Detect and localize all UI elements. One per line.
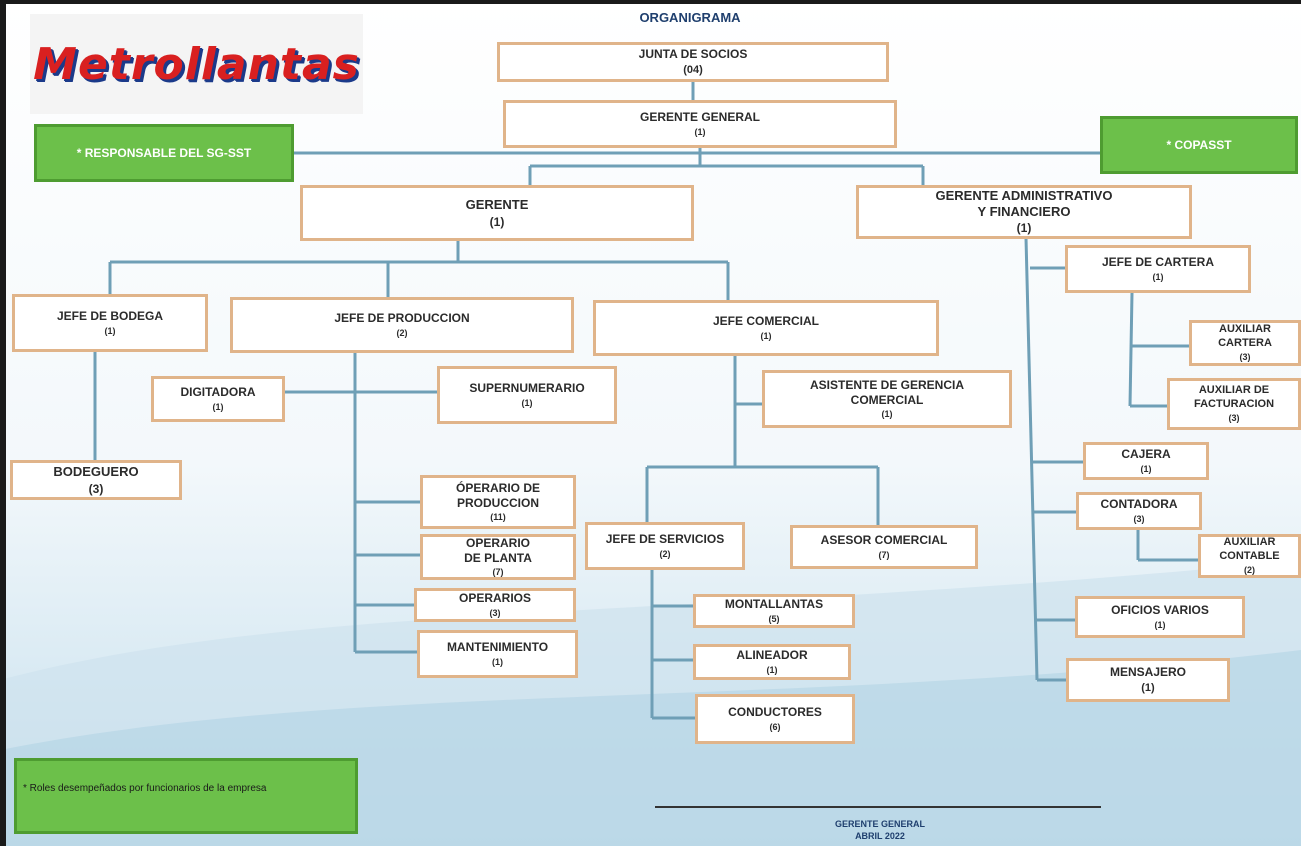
jefe-cartera-title: JEFE DE CARTERA bbox=[1101, 255, 1214, 270]
gerente-admin-box: GERENTE ADMINISTRATIVO Y FINANCIERO (1) bbox=[856, 185, 1192, 239]
gerente-admin-title: GERENTE ADMINISTRATIVO Y FINANCIERO bbox=[935, 188, 1113, 219]
operario-planta-count: (7) bbox=[492, 567, 504, 577]
auxiliar-cartera-count: (3) bbox=[1239, 351, 1251, 362]
jefe-bodega-title: JEFE DE BODEGA bbox=[56, 309, 164, 324]
jefe-servicios-box: JEFE DE SERVICIOS (2) bbox=[585, 522, 745, 570]
montallantas-title: MONTALLANTAS bbox=[724, 597, 824, 612]
roles-note-text: * Roles desempeñados por funcionarios de… bbox=[23, 783, 267, 794]
supernumerario-box: SUPERNUMERARIO (1) bbox=[437, 366, 617, 424]
contadora-count: (3) bbox=[1133, 513, 1145, 524]
asistente-comercial-box: ASISTENTE DE GERENCIA COMERCIAL (1) bbox=[762, 370, 1012, 428]
jefe-comercial-count: (1) bbox=[760, 330, 772, 341]
alineador-box: ALINEADOR (1) bbox=[693, 644, 851, 680]
gerente-count: (1) bbox=[489, 214, 505, 229]
alineador-count: (1) bbox=[766, 664, 778, 675]
page-title: ORGANIGRAMA bbox=[639, 10, 741, 25]
jefe-servicios-count: (2) bbox=[659, 548, 671, 559]
supernumerario-title: SUPERNUMERARIO bbox=[469, 381, 585, 396]
operario-produccion-count: (11) bbox=[490, 511, 506, 522]
signature-date: ABRIL 2022 bbox=[855, 831, 905, 842]
jefe-bodega-box: JEFE DE BODEGA (1) bbox=[12, 294, 208, 352]
auxiliar-contable-count: (2) bbox=[1244, 564, 1255, 575]
conductores-box: CONDUCTORES (6) bbox=[695, 694, 855, 744]
auxiliar-facturacion-count: (3) bbox=[1228, 412, 1240, 423]
oficios-varios-title: OFICIOS VARIOS bbox=[1111, 603, 1209, 618]
operarios-count: (3) bbox=[489, 607, 501, 618]
signature-role: GERENTE GENERAL bbox=[834, 819, 925, 829]
operario-produccion-box: ÓPERARIO DE PRODUCCION (11) bbox=[420, 475, 576, 529]
company-logo: Metrollantas bbox=[30, 14, 363, 114]
auxiliar-facturacion-title: AUXILIAR DE FACTURACION bbox=[1193, 384, 1275, 410]
montallantas-count: (5) bbox=[768, 613, 780, 624]
digitadora-box: DIGITADORA (1) bbox=[151, 376, 285, 422]
junta-socios-box: JUNTA DE SOCIOS (04) bbox=[497, 42, 889, 82]
mensajero-title: MENSAJERO bbox=[1109, 665, 1186, 680]
digitadora-count: (1) bbox=[212, 401, 224, 412]
contadora-title: CONTADORA bbox=[1100, 497, 1178, 512]
gerente-admin-count: (1) bbox=[1016, 221, 1032, 236]
jefe-cartera-count: (1) bbox=[1152, 271, 1164, 282]
asistente-comercial-title: ASISTENTE DE GERENCIA COMERCIAL bbox=[809, 378, 965, 407]
roles-note: * Roles desempeñados por funcionarios de… bbox=[14, 758, 358, 834]
sg-sst-box: * RESPONSABLE DEL SG-SST bbox=[34, 124, 294, 182]
gerente-general-box: GERENTE GENERAL (1) bbox=[503, 100, 897, 148]
junta-socios-title: JUNTA DE SOCIOS bbox=[638, 47, 748, 62]
copasst-label: * COPASST bbox=[1166, 138, 1232, 152]
mensajero-box: MENSAJERO (1) bbox=[1066, 658, 1230, 702]
gerente-general-count: (1) bbox=[694, 126, 706, 137]
signature-line bbox=[655, 806, 1101, 808]
jefe-cartera-box: JEFE DE CARTERA (1) bbox=[1065, 245, 1251, 293]
bodeguero-box: BODEGUERO (3) bbox=[10, 460, 182, 500]
jefe-produccion-box: JEFE DE PRODUCCION (2) bbox=[230, 297, 574, 353]
jefe-servicios-title: JEFE DE SERVICIOS bbox=[605, 532, 725, 547]
operario-planta-title: OPERARIO DE PLANTA bbox=[464, 536, 532, 565]
mantenimiento-count: (1) bbox=[492, 656, 503, 667]
junta-socios-count: (04) bbox=[683, 63, 703, 76]
jefe-produccion-count: (2) bbox=[396, 327, 408, 338]
auxiliar-cartera-title: AUXILIAR CARTERA bbox=[1218, 323, 1272, 349]
gerente-box: GERENTE (1) bbox=[300, 185, 694, 241]
cajera-title: CAJERA bbox=[1121, 447, 1171, 462]
mantenimiento-title: MANTENIMIENTO bbox=[446, 640, 549, 655]
sg-sst-label: * RESPONSABLE DEL SG-SST bbox=[76, 146, 252, 160]
bodeguero-title: BODEGUERO bbox=[53, 464, 139, 479]
oficios-varios-box: OFICIOS VARIOS (1) bbox=[1075, 596, 1245, 638]
auxiliar-contable-title: AUXILIAR CONTABLE bbox=[1219, 536, 1280, 562]
mensajero-count: (1) bbox=[1141, 681, 1155, 694]
jefe-bodega-count: (1) bbox=[104, 325, 116, 336]
conductores-count: (6) bbox=[769, 721, 781, 732]
alineador-title: ALINEADOR bbox=[736, 648, 808, 663]
copasst-box: * COPASST bbox=[1100, 116, 1298, 174]
cajera-box: CAJERA (1) bbox=[1083, 442, 1209, 480]
asistente-comercial-count: (1) bbox=[881, 408, 893, 419]
signature-block: GERENTE GENERAL ABRIL 2022 bbox=[790, 818, 970, 842]
operarios-box: OPERARIOS (3) bbox=[414, 588, 576, 622]
contadora-box: CONTADORA (3) bbox=[1076, 492, 1202, 530]
auxiliar-contable-box: AUXILIAR CONTABLE (2) bbox=[1198, 534, 1301, 578]
jefe-comercial-box: JEFE COMERCIAL (1) bbox=[593, 300, 939, 356]
asesor-comercial-title: ASESOR COMERCIAL bbox=[820, 533, 948, 548]
auxiliar-facturacion-box: AUXILIAR DE FACTURACION (3) bbox=[1167, 378, 1301, 430]
gerente-general-title: GERENTE GENERAL bbox=[639, 110, 760, 125]
logo-text: Metrollantas bbox=[33, 38, 360, 90]
jefe-comercial-title: JEFE COMERCIAL bbox=[712, 314, 819, 329]
supernumerario-count: (1) bbox=[521, 397, 533, 408]
conductores-title: CONDUCTORES bbox=[728, 705, 822, 720]
digitadora-title: DIGITADORA bbox=[180, 385, 256, 400]
gerente-title: GERENTE bbox=[465, 197, 529, 212]
bodeguero-count: (3) bbox=[88, 481, 104, 496]
oficios-varios-count: (1) bbox=[1154, 619, 1166, 630]
cajera-count: (1) bbox=[1140, 463, 1152, 474]
montallantas-box: MONTALLANTAS (5) bbox=[693, 594, 855, 628]
jefe-produccion-title: JEFE DE PRODUCCION bbox=[334, 311, 470, 326]
operario-planta-box: OPERARIO DE PLANTA (7) bbox=[420, 534, 576, 580]
asesor-comercial-count: (7) bbox=[878, 549, 890, 560]
auxiliar-cartera-box: AUXILIAR CARTERA (3) bbox=[1189, 320, 1301, 366]
asesor-comercial-box: ASESOR COMERCIAL (7) bbox=[790, 525, 978, 569]
mantenimiento-box: MANTENIMIENTO (1) bbox=[417, 630, 578, 678]
operarios-title: OPERARIOS bbox=[458, 591, 531, 606]
operario-produccion-title: ÓPERARIO DE PRODUCCION bbox=[455, 481, 540, 510]
